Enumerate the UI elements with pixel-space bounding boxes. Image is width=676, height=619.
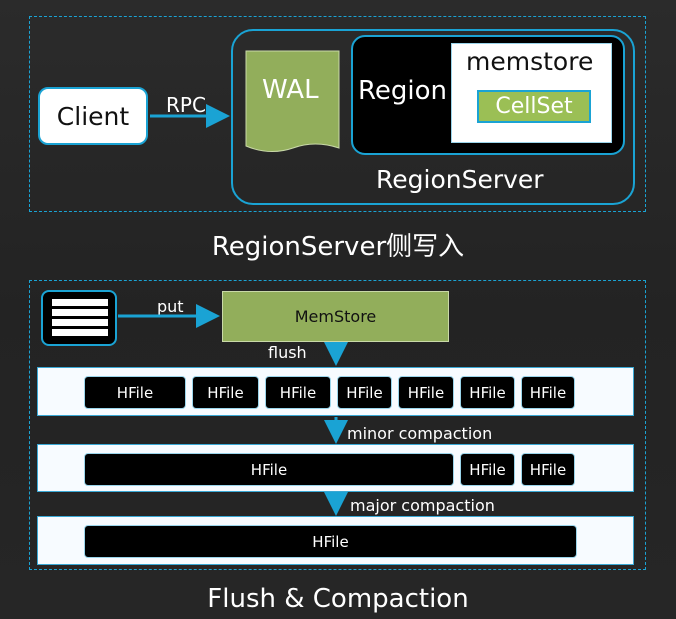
hfile-block: HFile xyxy=(337,376,392,409)
hfile-block: HFile xyxy=(521,376,575,409)
region-server-box xyxy=(231,29,635,205)
region-server-write-panel xyxy=(29,16,646,212)
minor-compaction-label: minor compaction xyxy=(347,424,493,443)
major-compaction-label: major compaction xyxy=(350,496,495,515)
hfile-block: HFile xyxy=(192,376,259,409)
flush-label: flush xyxy=(268,343,307,362)
top-caption: RegionServer侧写入 xyxy=(211,232,465,262)
memstore-label: memstore xyxy=(466,47,594,76)
data-list-icon xyxy=(41,290,117,346)
hfile-block: HFile xyxy=(460,376,515,409)
put-label: put xyxy=(157,297,184,316)
hfile-block: HFile xyxy=(84,453,454,486)
rpc-label: RPC xyxy=(166,93,206,117)
client-box: Client xyxy=(38,87,148,145)
memstore-block-label: MemStore xyxy=(294,307,377,326)
cellset-box: CellSet xyxy=(477,90,591,123)
wal-label: WAL xyxy=(262,75,319,105)
hfile-block: HFile xyxy=(84,525,577,558)
hfile-block: HFile xyxy=(460,453,515,486)
flush-compaction-panel xyxy=(29,280,646,570)
hfile-block: HFile xyxy=(84,376,186,409)
cellset-label: CellSet xyxy=(495,94,573,119)
bottom-caption: Flush & Compaction xyxy=(207,584,469,614)
memstore-block: MemStore xyxy=(222,291,449,342)
region-server-label: RegionServer xyxy=(376,165,544,194)
region-label: Region xyxy=(358,76,448,106)
hfile-block: HFile xyxy=(398,376,454,409)
client-label: Client xyxy=(56,101,130,131)
hfile-block: HFile xyxy=(521,453,575,486)
hfile-block: HFile xyxy=(265,376,331,409)
